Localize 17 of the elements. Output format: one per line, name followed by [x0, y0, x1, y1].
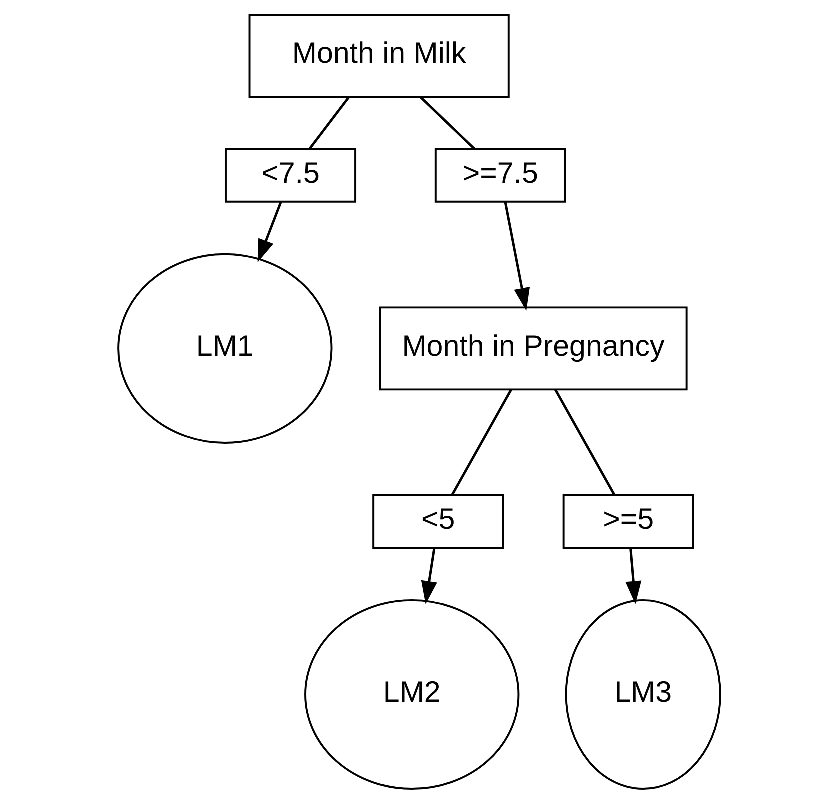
arrow [257, 202, 282, 263]
node-ellipse: LM1 [117, 253, 332, 444]
node-box: >=7.5 [434, 148, 566, 203]
connector [308, 96, 350, 150]
connector [450, 389, 512, 496]
connector [419, 96, 475, 150]
node-box: >=5 [562, 494, 694, 549]
node-box: Month in Milk [248, 14, 510, 98]
node-box: Month in Pregnancy [378, 306, 688, 391]
arrow [625, 548, 642, 604]
node-ellipse: LM2 [304, 599, 520, 790]
node-box: <7.5 [224, 148, 356, 203]
arrow [420, 548, 437, 604]
connector [554, 389, 616, 496]
node-ellipse: LM3 [564, 599, 721, 790]
node-box: <5 [372, 494, 504, 549]
arrow [504, 202, 530, 312]
